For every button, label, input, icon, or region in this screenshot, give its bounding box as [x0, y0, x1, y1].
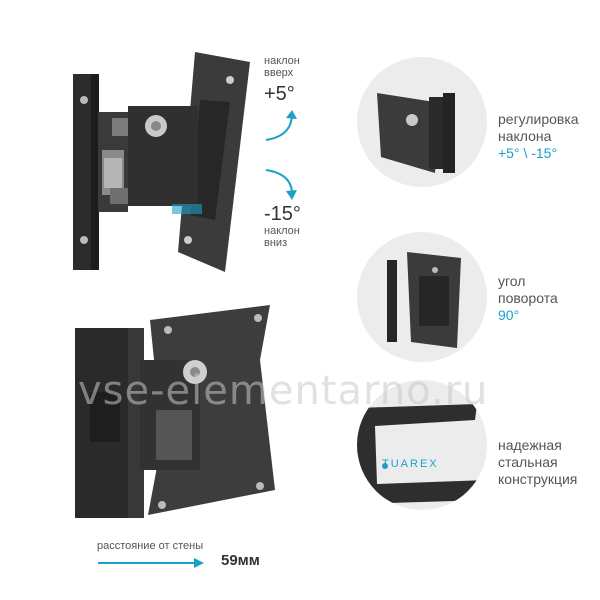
bracket-front-view: [75, 305, 275, 518]
feature-tilt-line1: регулировка: [498, 111, 579, 127]
tilt-up-label-line2: вверх: [264, 67, 294, 79]
brand-logo: TUAREX: [382, 458, 439, 470]
feature-rotation-line2: поворота: [498, 290, 558, 306]
feature-construction-line3: конструкция: [498, 471, 578, 487]
feature-text-tilt: регулировка наклона +5° \ -15°: [498, 111, 579, 162]
tilt-down-label-line1: наклон: [264, 225, 300, 237]
bracket-rotation-thumbnail: [387, 252, 461, 348]
feature-text-rotation: угол поворота 90°: [498, 273, 558, 324]
tilt-down-label: наклон вниз: [264, 225, 300, 249]
bracket-side-view: [73, 52, 250, 272]
feature-rotation-line1: угол: [498, 273, 526, 289]
feature-text-construction: надежная стальная конструкция: [498, 437, 577, 488]
tilt-up-label: наклон вверх: [264, 55, 300, 79]
arrow-right-icon: [98, 558, 204, 568]
bracket-tilt-thumbnail: [377, 93, 455, 173]
arrow-down-curved-icon: [265, 169, 297, 200]
tilt-down-label-line2: вниз: [264, 237, 288, 249]
distance-value: 59мм: [221, 552, 260, 569]
feature-tilt-line2: наклона: [498, 128, 552, 144]
feature-rotation-accent: 90°: [498, 307, 520, 323]
tilt-up-label-line1: наклон: [264, 55, 300, 67]
feature-circle-rotation: [357, 232, 487, 362]
feature-construction-line1: надежная: [498, 437, 562, 453]
tilt-up-value: +5°: [264, 83, 295, 105]
watermark-text: vse-elementarno.ru: [78, 368, 489, 414]
feature-tilt-accent: +5° \ -15°: [498, 145, 558, 161]
distance-label: расстояние от стены: [97, 540, 204, 552]
feature-construction-line2: стальная: [498, 454, 558, 470]
arrow-up-curved-icon: [265, 110, 297, 141]
feature-circle-tilt: [357, 57, 487, 187]
tilt-down-value: -15°: [264, 203, 301, 225]
